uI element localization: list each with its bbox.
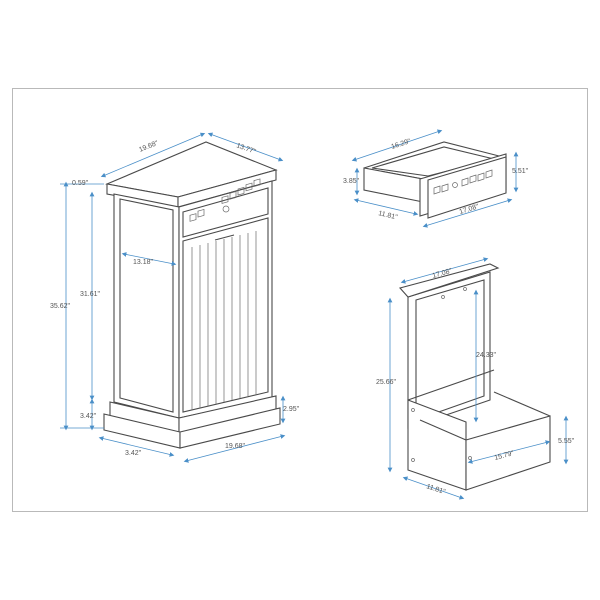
drawer-knob-icon xyxy=(222,205,230,213)
hamper-frame-drawing xyxy=(398,263,551,491)
label-drawer-height-left: 3.85" xyxy=(343,178,360,185)
cabinet-dimension-lines xyxy=(60,132,286,463)
label-base-height: 3.42" xyxy=(80,413,97,420)
label-overall-height: 35.62" xyxy=(50,303,71,310)
label-base-depth: 3.42" xyxy=(125,450,142,457)
label-drawer-front-height: 5.51" xyxy=(512,168,529,175)
label-frame-front-height: 5.55" xyxy=(558,438,575,445)
label-drawer-inner-width: 16.29" xyxy=(390,138,412,151)
drawer-knob-icon xyxy=(452,182,458,188)
label-frame-inner-height: 24.33" xyxy=(476,352,497,359)
label-door-width: 13.18" xyxy=(133,259,154,266)
hamper-dimension-lines xyxy=(387,257,569,500)
cabinet-drawing xyxy=(103,141,281,449)
label-top-width: 19.68" xyxy=(138,140,160,154)
label-top-depth: 13.77" xyxy=(235,142,257,156)
drawer-dimension-lines xyxy=(351,129,519,228)
label-drawer-depth: 11.81" xyxy=(378,210,399,221)
diagram-border xyxy=(12,88,588,512)
label-plinth-height: 2.95" xyxy=(283,406,300,413)
label-base-width: 19.68" xyxy=(225,443,246,450)
label-body-height: 31.61" xyxy=(80,291,101,298)
label-frame-height: 25.66" xyxy=(376,379,397,386)
label-top-thickness: 0.59" xyxy=(72,180,89,187)
label-frame-depth: 11.81" xyxy=(425,483,446,496)
